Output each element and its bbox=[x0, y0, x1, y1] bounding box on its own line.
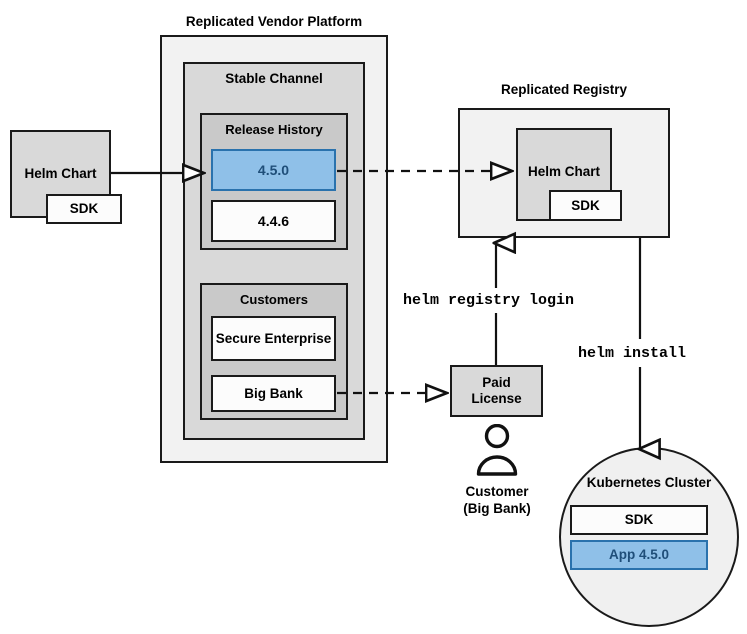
helm-registry-login-command: helm registry login bbox=[403, 292, 575, 309]
stable-channel-label: Stable Channel bbox=[225, 71, 323, 86]
kubernetes-cluster-circle bbox=[559, 447, 739, 627]
registry-title: Replicated Registry bbox=[500, 82, 628, 97]
paid-license-label: Paid License bbox=[471, 375, 522, 406]
sdk-label: SDK bbox=[69, 201, 99, 217]
customer-label: Secure Enterprise bbox=[215, 330, 332, 346]
source-helm-chart-sdk: SDK bbox=[46, 194, 122, 224]
cluster-item-label: App 4.5.0 bbox=[608, 547, 670, 563]
customer-person-icon bbox=[473, 423, 521, 476]
cluster-item-sdk[interactable]: SDK bbox=[570, 505, 708, 535]
customer-person-label: Customer (Big Bank) bbox=[463, 484, 531, 516]
release-item-label: 4.5.0 bbox=[257, 161, 290, 178]
sdk-label: SDK bbox=[571, 197, 600, 213]
release-history-label: Release History bbox=[225, 122, 323, 137]
paid-license-box: Paid License bbox=[450, 365, 543, 417]
kubernetes-cluster-title: Kubernetes Cluster bbox=[586, 475, 712, 490]
release-item-label: 4.4.6 bbox=[257, 212, 290, 229]
helm-install-command: helm install bbox=[578, 345, 687, 362]
customer-secure-enterprise[interactable]: Secure Enterprise bbox=[211, 316, 336, 361]
customer-label: Big Bank bbox=[244, 385, 303, 401]
source-helm-chart-label: Helm Chart bbox=[24, 166, 97, 181]
cluster-item-label: SDK bbox=[624, 512, 654, 528]
registry-helm-chart-sdk: SDK bbox=[549, 190, 622, 221]
vendor-platform-title: Replicated Vendor Platform bbox=[185, 14, 363, 29]
registry-helm-chart-label: Helm Chart bbox=[527, 164, 600, 179]
customers-label: Customers bbox=[240, 292, 308, 307]
cluster-item-app[interactable]: App 4.5.0 bbox=[570, 540, 708, 570]
customer-big-bank[interactable]: Big Bank bbox=[211, 375, 336, 412]
release-item-4-4-6[interactable]: 4.4.6 bbox=[211, 200, 336, 242]
release-item-4-5-0[interactable]: 4.5.0 bbox=[211, 149, 336, 191]
